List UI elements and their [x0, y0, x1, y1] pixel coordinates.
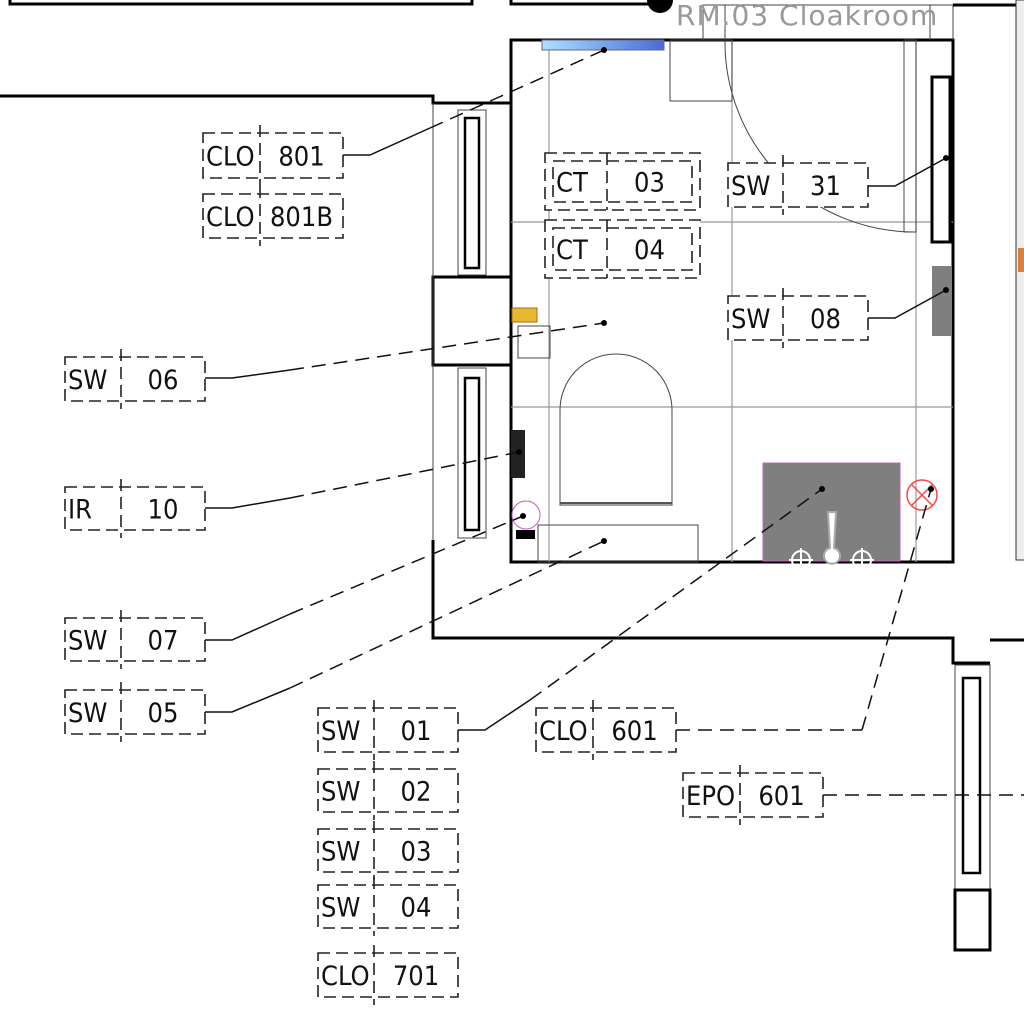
towel-rail [932, 266, 952, 336]
tag-number: 801B [270, 202, 333, 233]
tag-ct03[interactable]: CT 03 [544, 152, 701, 211]
tag-number: 01 [401, 716, 432, 747]
tag-box [727, 162, 869, 208]
column-marker [647, 0, 673, 13]
tag-box [552, 227, 693, 271]
tag-number: 08 [810, 304, 841, 335]
tag-box [64, 356, 206, 402]
tag-box [317, 952, 459, 998]
tag-number: 07 [148, 626, 179, 657]
tag-box [202, 193, 344, 239]
tag-sw01[interactable]: SW 01 [317, 700, 459, 760]
mirror [930, 75, 952, 244]
door-leaf [903, 39, 917, 233]
structural-column [431, 275, 513, 367]
window [457, 109, 487, 276]
tag-prefix: SW [321, 893, 360, 924]
tag-box [317, 768, 459, 813]
tap-icon [789, 511, 874, 572]
tag-number: 04 [634, 235, 665, 266]
tag-clo801b[interactable]: CLO 801B [202, 186, 344, 246]
tag-prefix: SW [731, 171, 770, 202]
tag-clo801[interactable]: CLO 801 [202, 125, 344, 186]
tag-sw04[interactable]: SW 04 [317, 877, 459, 936]
tag-prefix: SW [321, 716, 360, 747]
tag-box [64, 689, 206, 735]
tag-number: 10 [148, 495, 179, 526]
tag-box [317, 884, 459, 929]
tag-box [317, 828, 459, 873]
cabinet [669, 39, 733, 102]
tag-prefix: CLO [539, 716, 588, 747]
tag-prefix: CLO [206, 142, 255, 173]
tag-prefix: SW [68, 365, 107, 396]
tap-fixture [511, 307, 538, 323]
tag-box [682, 772, 824, 818]
tag-number: 601 [758, 781, 804, 812]
tag-number: 04 [401, 893, 432, 924]
tag-prefix: CLO [321, 961, 370, 992]
toilet [559, 353, 673, 506]
tag-prefix: SW [68, 698, 107, 729]
tag-prefix: CLO [206, 202, 255, 233]
tag-box [317, 707, 459, 753]
tag-prefix: SW [731, 304, 770, 335]
tag-clo701[interactable]: CLO 701 [317, 945, 459, 1005]
tag-sw03[interactable]: SW 03 [317, 821, 459, 880]
tag-epo601[interactable]: EPO 601 [682, 765, 824, 825]
tag-sw07[interactable]: SW 07 [64, 610, 206, 669]
tag-sw02[interactable]: SW 02 [317, 761, 459, 820]
tag-sw06[interactable]: SW 06 [64, 349, 206, 409]
tag-box [202, 132, 344, 179]
tag-number: 801 [278, 142, 324, 173]
tag-prefix: SW [321, 777, 360, 808]
room-label: RM.03 Cloakroom [676, 0, 938, 32]
tag-ct04[interactable]: CT 04 [544, 219, 701, 279]
sensor-circle [511, 500, 541, 530]
tag-box [552, 160, 693, 203]
tag-number: 03 [401, 837, 432, 868]
leader-lines [205, 47, 1024, 796]
tag-number: 31 [810, 171, 841, 202]
tag-number: 02 [401, 777, 432, 808]
tag-prefix: SW [68, 626, 107, 657]
window [457, 367, 487, 539]
tag-number: 03 [634, 168, 665, 199]
tag-sw08[interactable]: SW 08 [727, 288, 869, 348]
tag-clo601[interactable]: CLO 601 [535, 700, 677, 760]
tag-box [727, 295, 869, 341]
tag-sw05[interactable]: SW 05 [64, 682, 206, 742]
tag-number: 06 [148, 365, 179, 396]
tag-prefix: IR [68, 495, 92, 526]
tag-ir10[interactable]: IR 10 [64, 479, 206, 538]
tag-prefix: EPO [686, 781, 735, 812]
tag-box [64, 617, 206, 662]
extract-fan-icon [906, 479, 938, 511]
tag-prefix: CT [556, 168, 588, 199]
cistern [537, 524, 699, 563]
tag-number: 05 [148, 698, 179, 729]
tag-prefix: CT [556, 235, 588, 266]
tag-prefix: SW [321, 837, 360, 868]
tag-number: 701 [393, 961, 439, 992]
tag-box [64, 486, 206, 531]
window [954, 664, 991, 891]
tag-sw31[interactable]: SW 31 [727, 155, 869, 215]
tag-number: 601 [611, 716, 657, 747]
tag-box [535, 707, 677, 753]
